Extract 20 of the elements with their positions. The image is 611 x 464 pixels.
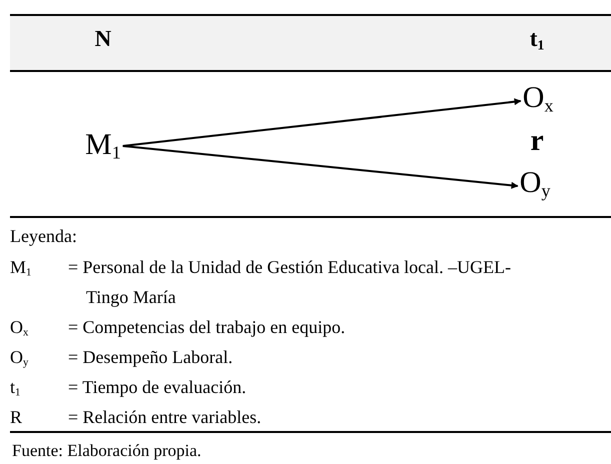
column-header: N: [94, 26, 112, 52]
symbol-label: O$_{x}$: [10, 316, 28, 341]
legend-heading: Leyenda:: [10, 225, 77, 248]
definition-text: = Desempeño Laboral.: [68, 346, 234, 369]
arrow: [122, 98, 522, 147]
variable-label: O$_{y}$: [520, 168, 550, 198]
source-note: Fuente: Elaboración propia.: [12, 441, 202, 461]
column-header: t$_{1}$: [530, 26, 544, 52]
definition-text: = Tiempo de evaluación.: [68, 376, 248, 399]
relation-symbol: r: [530, 126, 544, 156]
symbol-label: t$_{1}$: [10, 376, 20, 401]
symbol-label: O$_{y}$: [10, 346, 28, 371]
symbol-label: R: [10, 406, 22, 429]
definition-text: = Competencias del trabajo en equipo.: [68, 316, 346, 339]
definition-text: = Relación entre variables.: [68, 406, 262, 429]
symbol-label: M$_{1}$: [10, 256, 32, 281]
variable-label: O$_{x}$: [522, 83, 554, 113]
variable-label: M$_{1}$: [85, 130, 121, 160]
arrow: [122, 145, 518, 189]
definition-text: = Personal de la Unidad de Gestión Educativa local. –UGEL- Tingo María: [68, 256, 512, 309]
